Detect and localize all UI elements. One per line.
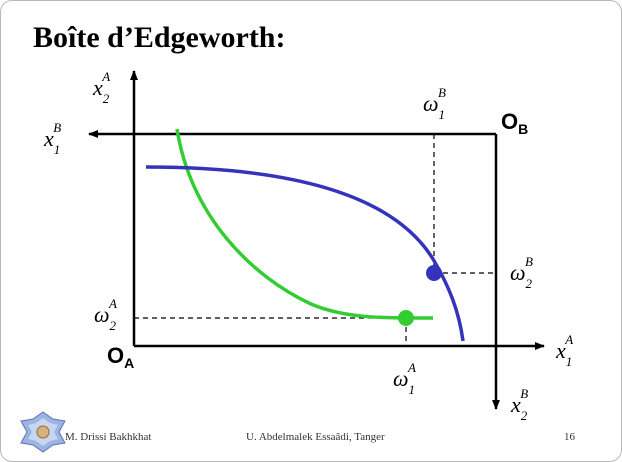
omega-1-a-label: ω1A [393,360,416,397]
endowment-point-a [398,310,414,326]
axis-x1-a-label: x1A [555,332,573,369]
omega-2-b-label: ω2B [510,254,533,291]
omega-2-a-label: ω2A [94,296,117,333]
page-number: 16 [564,431,575,443]
axis-x1-b-label: x1B [43,120,61,157]
university-logo-icon [20,411,66,453]
footer-author: M. Drissi Bakhkhat [65,431,152,443]
axis-x2-b-label: x2B [510,386,528,423]
origin-a-label: OA [107,343,134,371]
indifference-curve-a [175,128,434,320]
axis-x2-a-label: x2A [92,69,110,106]
endowment-point-b [426,265,442,281]
indifference-curve-b [145,165,465,342]
omega-1-b-label: ω1B [423,85,446,122]
footer-institution: U. Abdelmalek Essaâdi, Tanger [246,431,385,443]
origin-b-label: OB [501,109,528,137]
slide-title: Boîte d’Edgeworth: [33,21,286,54]
